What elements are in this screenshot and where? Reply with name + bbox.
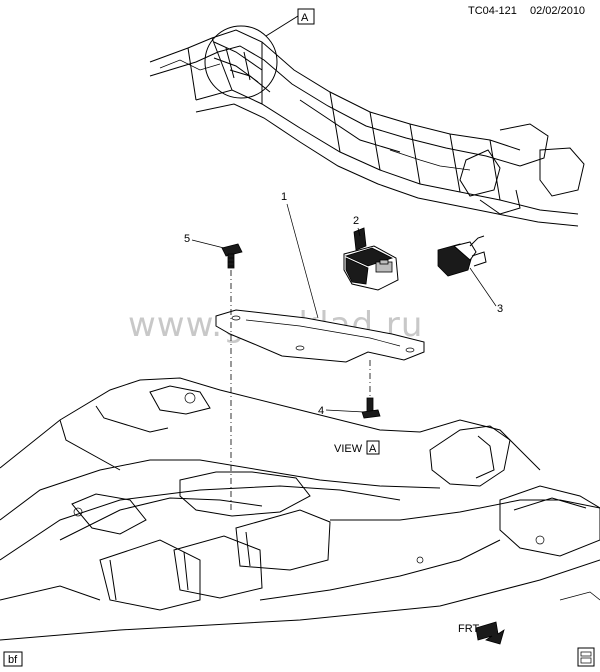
front-arrow-label: FRT [458,623,479,635]
callout-2: 2 [353,215,361,237]
bolt-part-4 [361,397,381,419]
svg-text:1: 1 [281,191,287,203]
bracket-part-1 [215,309,425,363]
detail-box-letter: A [301,12,309,24]
diagram-date: 02/02/2010 [530,5,585,17]
corner-tag-box [3,651,23,667]
printer-icon [577,647,595,667]
svg-text:3: 3 [497,303,503,315]
sensor-module-part-2 [343,227,399,291]
detail-circle [204,25,278,99]
svg-text:4: 4 [318,405,324,417]
svg-text:2: 2 [353,215,359,227]
corner-tag-text: bf [8,654,18,666]
diagram-code: TC04-121 [468,5,517,17]
frame-detail-view [0,377,600,641]
view-label-word: VIEW [334,443,363,455]
callout-3: 3 [469,267,503,315]
front-direction-arrow: FRT [458,621,505,645]
detail-box [297,8,315,25]
connector-part-3 [437,235,487,277]
chassis-frame-overview [149,29,585,227]
bolt-part-5 [221,243,243,269]
callout-5: 5 [184,233,225,249]
callout-1: 1 [281,191,319,319]
svg-text:5: 5 [184,233,190,245]
callout-4: 4 [318,405,365,417]
view-label-box [366,440,380,455]
view-label-letter: A [369,443,377,455]
